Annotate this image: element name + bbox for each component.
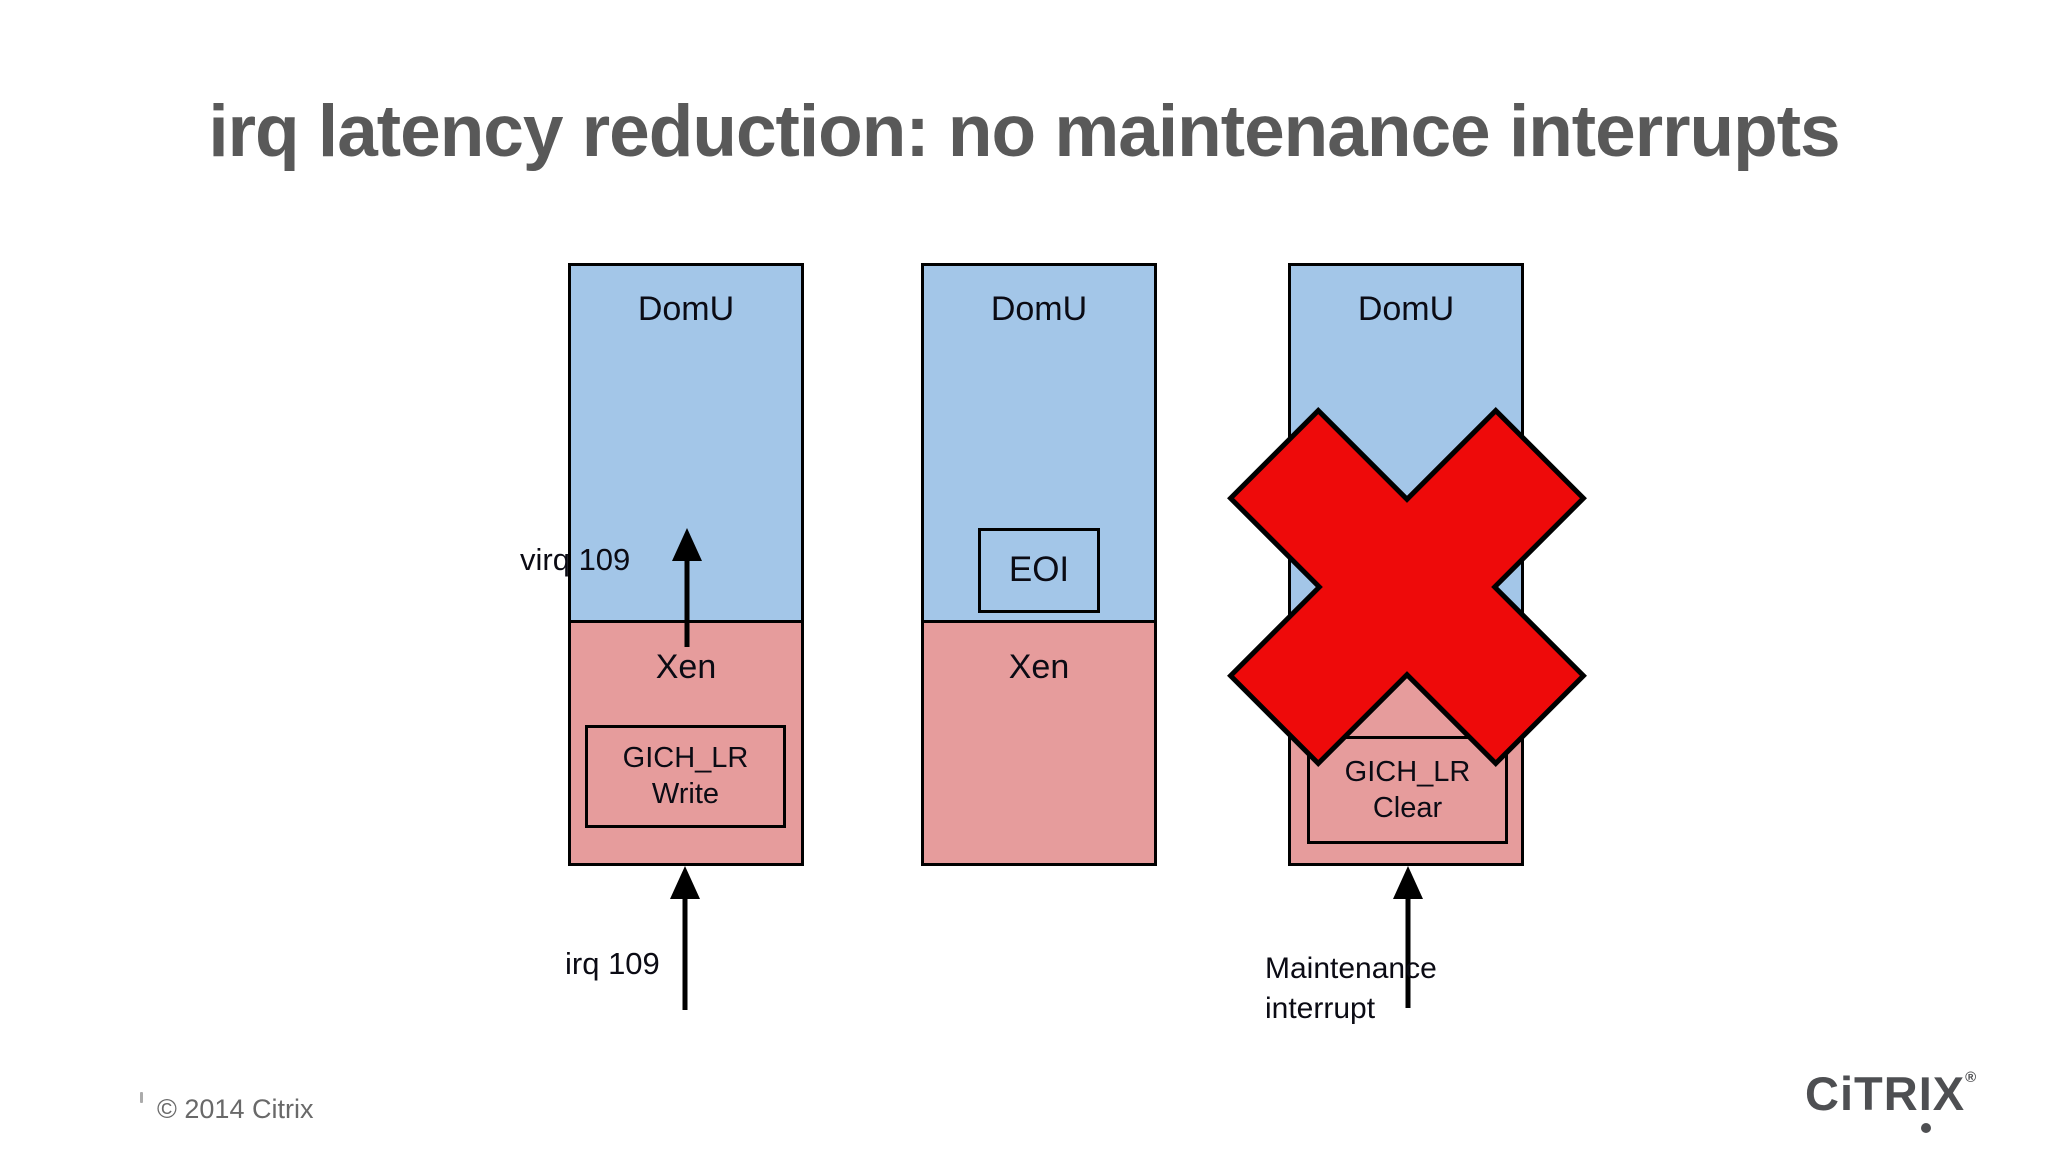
gich-lr-write-box: GICH_LR Write	[585, 725, 786, 828]
arrow-shaft	[684, 559, 690, 647]
gich-lr-clear-line2: Clear	[1372, 792, 1443, 824]
domu-label: DomU	[1357, 290, 1455, 328]
arrow-head	[672, 528, 702, 561]
xen-label: Xen	[1008, 648, 1070, 686]
virq-arrow-icon	[672, 528, 702, 647]
copyright-text: © 2014 Citrix	[157, 1094, 314, 1124]
domu-label: DomU	[990, 290, 1088, 328]
stray-tick-mark	[140, 1092, 143, 1103]
maintenance-arrow-label: Maintenance interrupt	[1265, 949, 1437, 1029]
logo-letter-i2: I	[1918, 1066, 1933, 1133]
column-middle: DomU EOI Xen	[921, 263, 1157, 866]
slide-title: irq latency reduction: no maintenance in…	[208, 91, 1840, 172]
maintenance-arrow-icon	[1393, 866, 1423, 1009]
domu-label: DomU	[637, 290, 735, 328]
logo-letter-r: R	[1883, 1067, 1919, 1120]
logo-letter-x: X	[1932, 1067, 1966, 1120]
gich-lr-clear-line1: GICH_LR	[1344, 756, 1471, 788]
maintenance-label-line1: Maintenance	[1265, 952, 1437, 985]
arrow-head	[670, 866, 700, 899]
gich-lr-write-line2: Write	[651, 778, 720, 810]
irq-arrow-icon	[670, 866, 700, 1011]
registered-trademark-icon: ®	[1965, 1069, 1977, 1086]
domu-region-middle: DomU	[924, 266, 1154, 623]
xen-label: Xen	[655, 648, 717, 686]
red-cross-out-icon	[1227, 407, 1587, 767]
logo-letter-t: T	[1854, 1067, 1884, 1120]
virq-arrow-label: virq 109	[520, 542, 631, 577]
eoi-box: EOI	[978, 528, 1100, 613]
arrow-shaft	[682, 897, 688, 1010]
gich-lr-clear-box: GICH_LR Clear	[1307, 736, 1508, 844]
gich-lr-write-line1: GICH_LR	[622, 742, 749, 774]
maintenance-label-line2: interrupt	[1265, 992, 1376, 1025]
logo-underdot-icon	[1920, 1123, 1931, 1133]
irq-arrow-label: irq 109	[565, 946, 660, 981]
logo-letter-i2-stem: I	[1918, 1067, 1933, 1120]
logo-letter-c: C	[1805, 1067, 1840, 1120]
arrow-shaft	[1405, 897, 1411, 1008]
arrow-head	[1393, 866, 1423, 899]
logo-letter-i: i	[1839, 1067, 1855, 1120]
